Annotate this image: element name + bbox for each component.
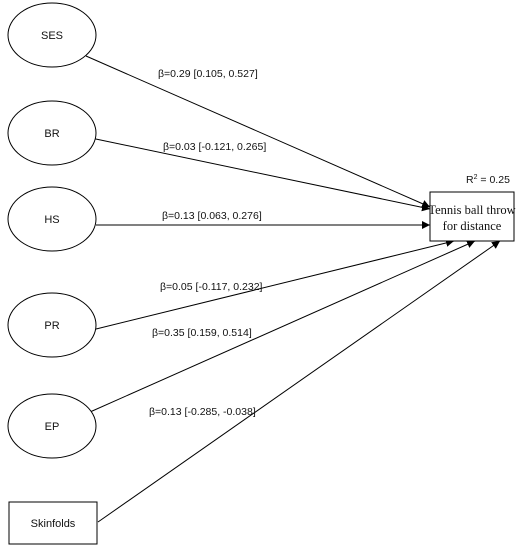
r-squared-label: R2 = 0.25 xyxy=(466,174,510,186)
edge-label-skinfolds: β=0.13 [-0.285, -0.038] xyxy=(149,406,256,418)
node-ses: SES xyxy=(7,2,97,68)
node-label-skinfolds: Skinfolds xyxy=(31,518,76,530)
edge-pr xyxy=(91,239,455,331)
r-squared-value: = 0.25 xyxy=(478,174,511,186)
edge-label-ses: β=0.29 [0.105, 0.527] xyxy=(158,68,258,80)
edge-br xyxy=(90,137,431,212)
node-pr: PR xyxy=(7,292,97,358)
edge-ses xyxy=(85,55,431,208)
node-label-pr: PR xyxy=(44,320,59,332)
edge-label-ep: β=0.35 [0.159, 0.514] xyxy=(152,327,252,339)
node-label-br: BR xyxy=(44,128,59,140)
edge-label-pr: β=0.05 [-0.117, 0.232] xyxy=(160,281,263,293)
node-hs: HS xyxy=(7,186,97,252)
node-skinfolds: Skinfolds xyxy=(8,501,98,545)
node-ep: EP xyxy=(7,393,97,459)
edge-label-br: β=0.03 [-0.121, 0.265] xyxy=(163,141,266,153)
target-node: Tennis ball throw for distance xyxy=(428,191,516,242)
edge-ep xyxy=(89,240,476,413)
node-label-hs: HS xyxy=(44,214,59,226)
node-label-ses: SES xyxy=(41,30,63,42)
node-br: BR xyxy=(7,100,97,166)
r-squared-superscript: 2 xyxy=(474,174,478,181)
edge-label-hs: β=0.13 [0.063, 0.276] xyxy=(162,210,262,222)
r-squared-prefix: R xyxy=(466,174,474,186)
node-label-ep: EP xyxy=(45,421,60,433)
edge-skinfolds xyxy=(97,240,501,523)
target-label-line1: Tennis ball throw xyxy=(428,203,515,217)
target-label-line2: for distance xyxy=(443,219,502,233)
